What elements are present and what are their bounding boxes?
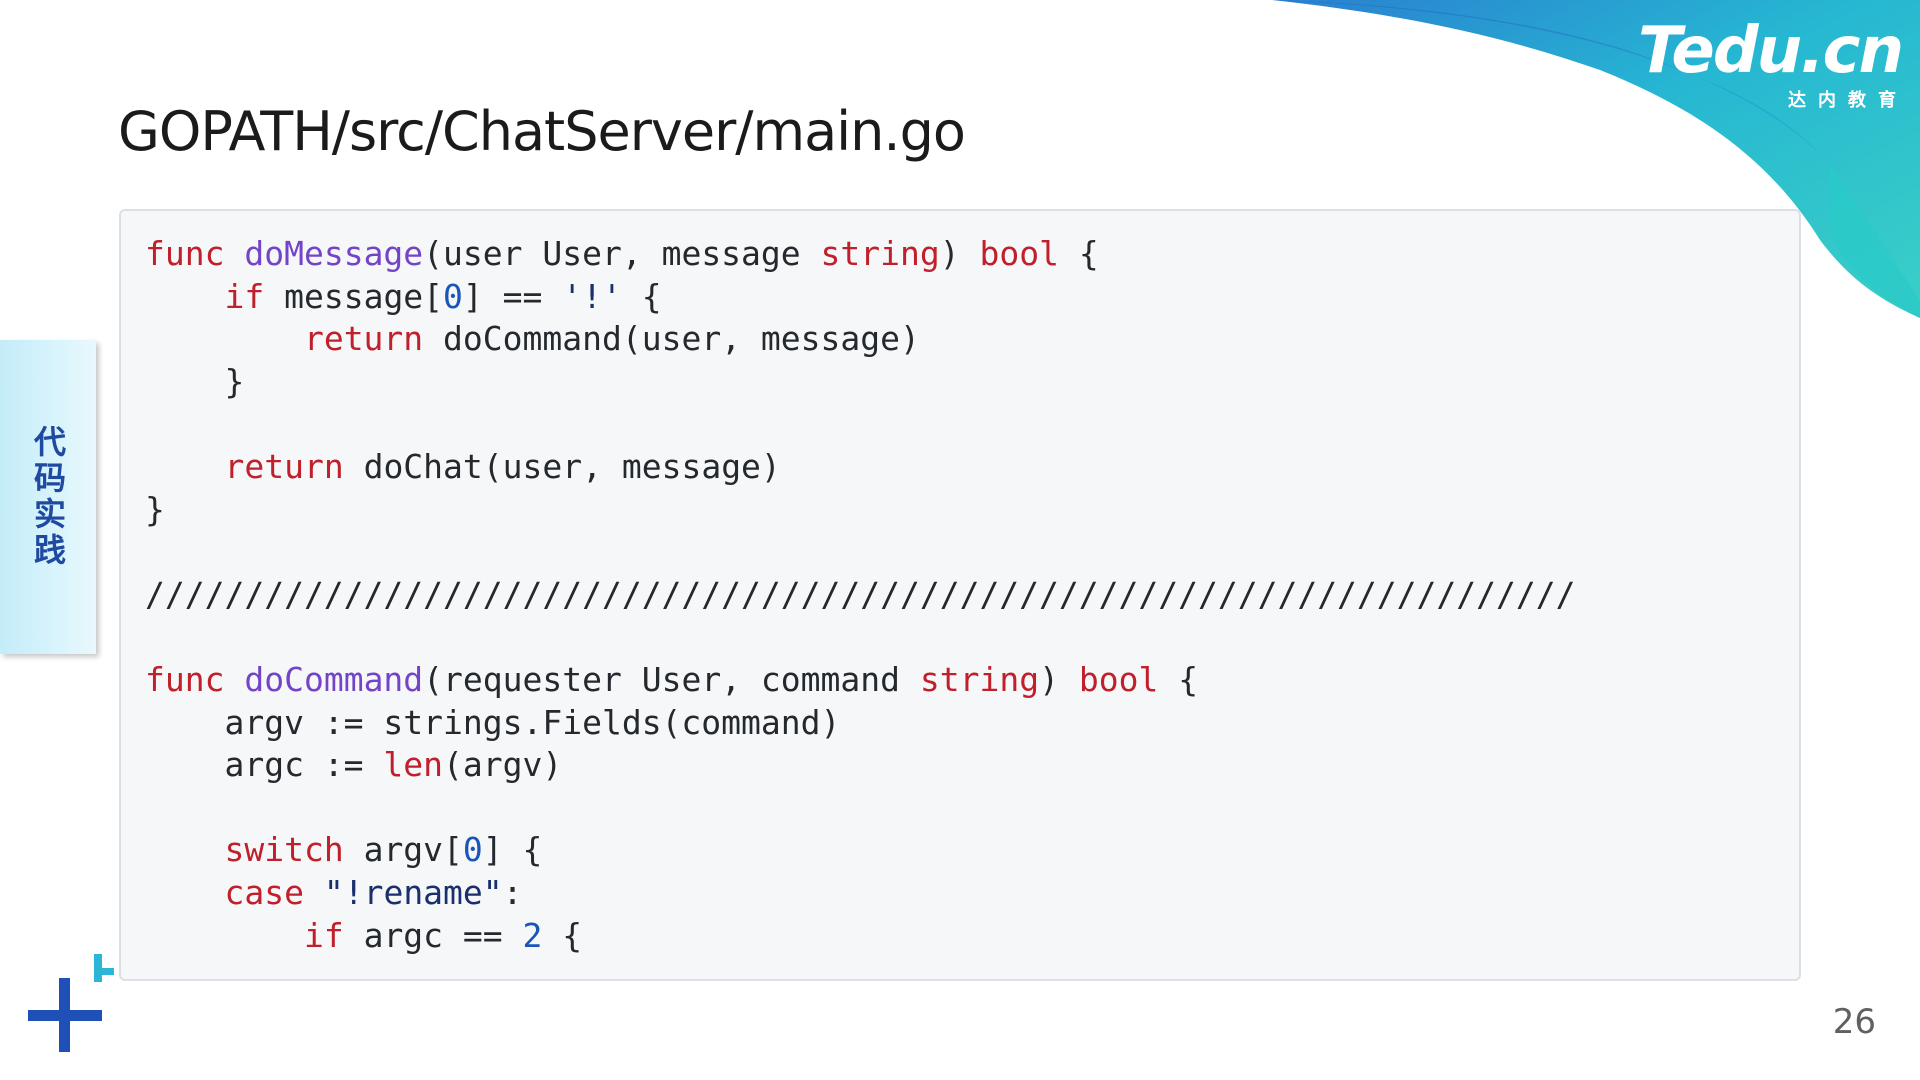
- code-token: 0: [462, 830, 483, 870]
- code-token: argc ==: [343, 915, 523, 955]
- code-line: }: [145, 361, 1575, 404]
- code-token: 0: [443, 276, 463, 316]
- code-token: [145, 916, 304, 955]
- code-token: bool: [1078, 659, 1159, 699]
- code-token: case: [224, 872, 304, 912]
- code-token: {: [542, 915, 583, 955]
- code-token: return: [224, 446, 344, 486]
- code-block: func doMessage(user User, message string…: [145, 233, 1575, 957]
- code-line: case "!rename":: [145, 872, 1575, 915]
- code-token: argv[: [343, 830, 463, 870]
- code-token: argv := strings.Fields(command): [145, 702, 841, 742]
- code-token: message[: [264, 276, 444, 316]
- code-token: [145, 873, 224, 912]
- code-token: bool: [979, 234, 1059, 273]
- code-token: doChat(user, message): [343, 446, 781, 486]
- code-line: return doCommand(user, message): [145, 318, 1575, 361]
- page-title: GOPATH/src/ChatServer/main.go: [118, 100, 966, 163]
- code-token: [304, 873, 324, 912]
- code-token: [224, 660, 244, 699]
- logo-subtitle: 达内教育: [1788, 90, 1908, 111]
- side-tab: 代码实践: [0, 340, 96, 654]
- code-token: (requester User, command: [423, 659, 920, 699]
- code-token: doCommand(user, message): [423, 319, 920, 359]
- code-token: argc :=: [145, 745, 384, 785]
- code-token: {: [1058, 234, 1099, 273]
- code-token: string: [919, 659, 1040, 699]
- code-token: :: [502, 872, 523, 912]
- code-token: func: [145, 234, 225, 273]
- code-token: [145, 447, 224, 486]
- tedu-logo: Tedu.cn 达内教育: [1632, 14, 1904, 113]
- code-token: ////////////////////////////////////////…: [145, 574, 1576, 614]
- code-token: (argv): [443, 745, 563, 785]
- code-token: [145, 830, 224, 869]
- code-token: len: [383, 745, 444, 785]
- code-token: ] ==: [462, 276, 563, 316]
- code-token: {: [621, 276, 662, 316]
- code-line: argv := strings.Fields(command): [145, 702, 1575, 745]
- code-token: }: [145, 489, 165, 529]
- code-token: switch: [224, 830, 344, 870]
- code-token: {: [1158, 659, 1199, 699]
- code-token: func: [145, 659, 225, 699]
- code-token: '!': [562, 276, 622, 316]
- plus-decoration-icon: [28, 954, 114, 1052]
- code-token: [224, 234, 244, 273]
- code-line: func doCommand(requester User, command s…: [145, 659, 1575, 702]
- code-line: argc := len(argv): [145, 744, 1575, 787]
- code-token: }: [145, 361, 245, 401]
- code-line: [145, 403, 1575, 446]
- code-line: switch argv[0] {: [145, 829, 1575, 872]
- code-token: string: [820, 234, 940, 273]
- code-token: return: [303, 319, 424, 359]
- code-token: [145, 277, 224, 316]
- side-tab-label: 代码实践: [29, 425, 67, 569]
- logo-wordmark: Tedu.cn: [1638, 14, 1904, 88]
- code-token: doMessage: [244, 234, 424, 273]
- code-line: if message[0] == '!' {: [145, 276, 1575, 319]
- code-line: if argc == 2 {: [145, 915, 1575, 958]
- code-line: [145, 531, 1575, 574]
- code-token: 2: [522, 915, 543, 955]
- code-token: if: [224, 276, 265, 316]
- code-line: [145, 787, 1575, 830]
- code-line: return doChat(user, message): [145, 446, 1575, 489]
- code-token: if: [303, 915, 344, 955]
- code-line: func doMessage(user User, message string…: [145, 233, 1575, 276]
- code-line: }: [145, 489, 1575, 532]
- code-token: "!rename": [323, 872, 503, 912]
- page-number: 26: [1832, 1002, 1876, 1042]
- code-token: ): [1039, 659, 1079, 699]
- code-token: [145, 319, 304, 358]
- code-token: ] {: [482, 830, 543, 870]
- code-token: (user User, message: [423, 234, 821, 273]
- code-panel: func doMessage(user User, message string…: [119, 209, 1801, 981]
- code-token: ): [939, 234, 980, 273]
- code-line: ////////////////////////////////////////…: [145, 574, 1575, 617]
- code-token: doCommand: [244, 659, 424, 699]
- code-line: [145, 616, 1575, 659]
